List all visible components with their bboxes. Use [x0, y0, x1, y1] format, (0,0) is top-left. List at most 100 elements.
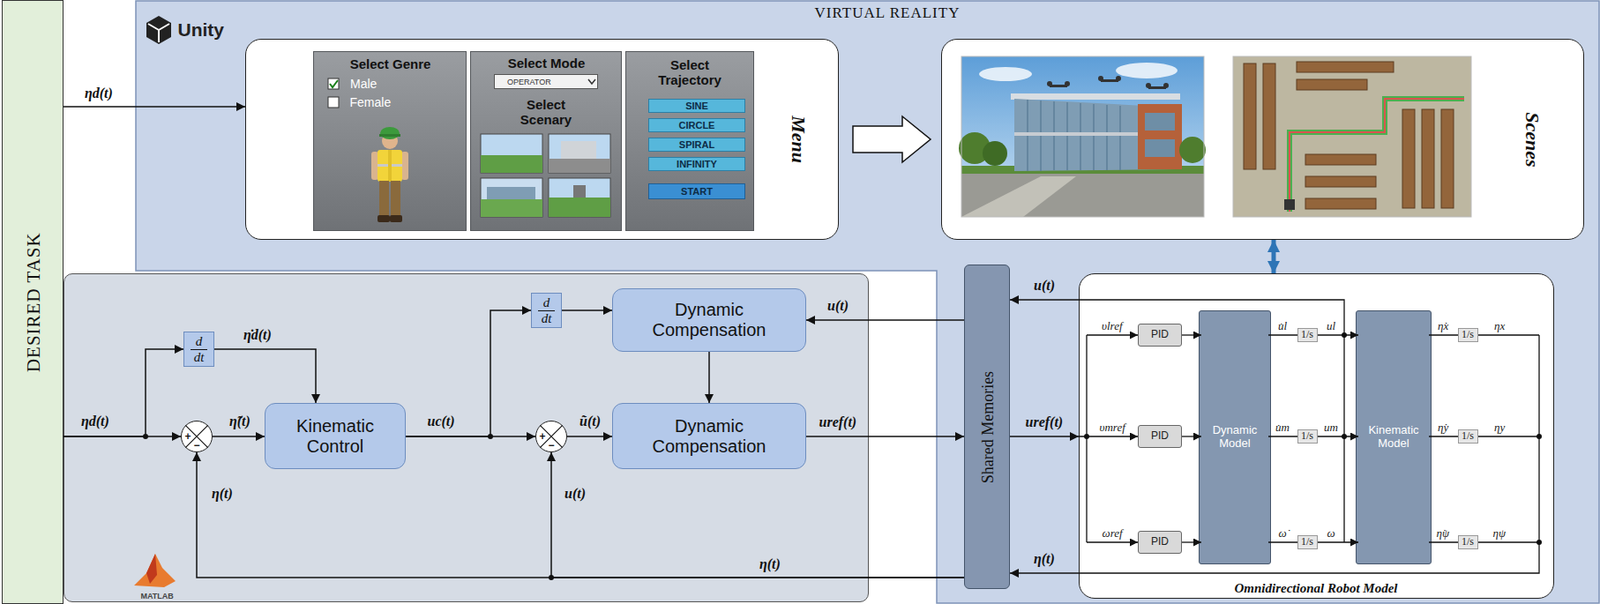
building-scene-image	[958, 56, 1206, 217]
building-scene-image	[1115, 62, 1178, 79]
text-slot: u(t)	[564, 485, 587, 502]
avatar	[390, 180, 401, 217]
avatar	[380, 127, 400, 140]
signal-label: um	[1323, 421, 1339, 435]
text-slot: −	[194, 440, 202, 451]
signal-label: η̃(t)	[229, 413, 252, 430]
text-slot: +	[185, 431, 193, 442]
text-slot: 1/s	[1457, 328, 1479, 343]
building-scene-image	[1137, 104, 1182, 170]
text-slot: uc(t)	[427, 413, 457, 430]
signal-label: ηd(t)	[84, 85, 114, 102]
text-slot: η(t)	[1033, 551, 1056, 568]
matlab-logo	[146, 553, 158, 584]
building-scene-image	[1145, 82, 1152, 89]
building-scene-image	[1100, 79, 1119, 83]
signal-label: ωref	[1102, 527, 1124, 541]
building-scene-image	[1027, 99, 1121, 172]
signal-label: ηψ	[1493, 527, 1508, 541]
building-scene-image	[979, 67, 1032, 82]
signal-connector	[405, 435, 536, 438]
dynamic-model-block: Dynamic Model	[1198, 310, 1272, 565]
building-scene-image	[1014, 132, 1138, 136]
signal-connector	[405, 310, 531, 437]
integrator-block: 1/s	[1457, 429, 1479, 444]
warehouse-scene-image	[1233, 56, 1472, 217]
summing-junction: +−	[535, 420, 568, 453]
node-text: −	[548, 440, 556, 451]
signal-connector	[1271, 239, 1277, 274]
signal-label: ul	[1326, 320, 1337, 334]
signal-connector	[1009, 299, 1079, 301]
node-text: +	[539, 431, 547, 442]
node-text: Select Genre	[349, 56, 432, 72]
integrator-block: 1/s	[1457, 535, 1479, 550]
signal-connector	[561, 309, 613, 312]
text-slot: η̇ψ	[1436, 527, 1451, 541]
robot-wiring	[1078, 335, 1087, 543]
warehouse-scene-image	[1402, 109, 1415, 209]
integrator-block: 1/s	[1297, 328, 1318, 343]
scenario-thumbnail	[480, 134, 543, 173]
signal-connector	[1009, 572, 1079, 575]
integrator-block: 1/s	[1457, 328, 1479, 343]
signal-connector	[708, 351, 711, 404]
checkbox	[329, 80, 338, 88]
scenario-thumbnail	[480, 134, 611, 217]
scenario-thumbnail	[548, 134, 611, 173]
pid-block: PID	[1137, 323, 1182, 347]
robot-wiring	[1078, 299, 1345, 543]
trajectory-button: INFINITY	[648, 157, 746, 172]
junction-dot	[142, 433, 149, 440]
matlab-panel: MATLABddt+−Kinematic Controlddt+−Dynamic…	[63, 273, 869, 603]
text-slot: ηy	[1494, 421, 1506, 435]
scenario-thumbnail	[548, 197, 611, 217]
node-text: INFINITY	[676, 159, 718, 170]
node-text: PID	[1151, 430, 1169, 443]
building-scene-image	[1010, 93, 1181, 100]
signal-label: uref(t)	[1025, 414, 1065, 431]
building-scene-image	[982, 141, 1008, 166]
robot-wiring	[1181, 541, 1202, 543]
summing-junction-cross	[185, 425, 208, 448]
text-slot: η(t)	[211, 485, 234, 502]
avatar	[389, 215, 403, 223]
scenario-thumbnail	[480, 178, 543, 217]
text-slot: η(t)	[759, 556, 782, 573]
node-text: d	[190, 334, 209, 351]
text-slot: 1/s	[1457, 535, 1479, 550]
node-text: MATLAB	[141, 591, 175, 601]
avatar	[371, 127, 409, 223]
node-text: Kinematic Model	[1356, 424, 1431, 451]
warehouse-scene-image	[1263, 63, 1276, 170]
warehouse-scene-image	[1305, 154, 1376, 165]
warehouse-scene-image	[1441, 109, 1454, 209]
signal-label: ω̇	[1278, 527, 1288, 541]
signal-label: u(t)	[564, 485, 587, 502]
scenario-thumbnail	[548, 178, 611, 217]
text-slot: u(t)	[1033, 277, 1056, 294]
node-text: −	[194, 440, 202, 451]
signal-label: uc(t)	[427, 413, 457, 430]
signal-label: η̇x	[1437, 320, 1450, 334]
signal-label: ũ(t)	[579, 413, 602, 430]
text-slot: u(t)	[827, 298, 850, 315]
signal-connector	[63, 105, 246, 108]
warehouse-scene-image	[1421, 109, 1435, 209]
signal-label: υmref	[1099, 421, 1127, 435]
block-arrow	[852, 116, 931, 163]
robot-wiring	[1181, 334, 1202, 336]
robot-wiring	[1078, 335, 1540, 574]
avatar	[377, 164, 403, 167]
node-text: Female	[350, 95, 393, 110]
node-text: Scenes	[1521, 112, 1544, 168]
trajectory-panel: Select TrajectorySINECIRCLESPIRALINFINIT…	[625, 51, 755, 232]
junction-dot	[548, 575, 554, 581]
text-slot: η̃(t)	[229, 413, 252, 430]
node-text: dt	[541, 311, 553, 327]
text-slot: u̇l	[1278, 320, 1288, 334]
signal-connector	[63, 349, 184, 437]
pid-block: PID	[1137, 425, 1182, 449]
